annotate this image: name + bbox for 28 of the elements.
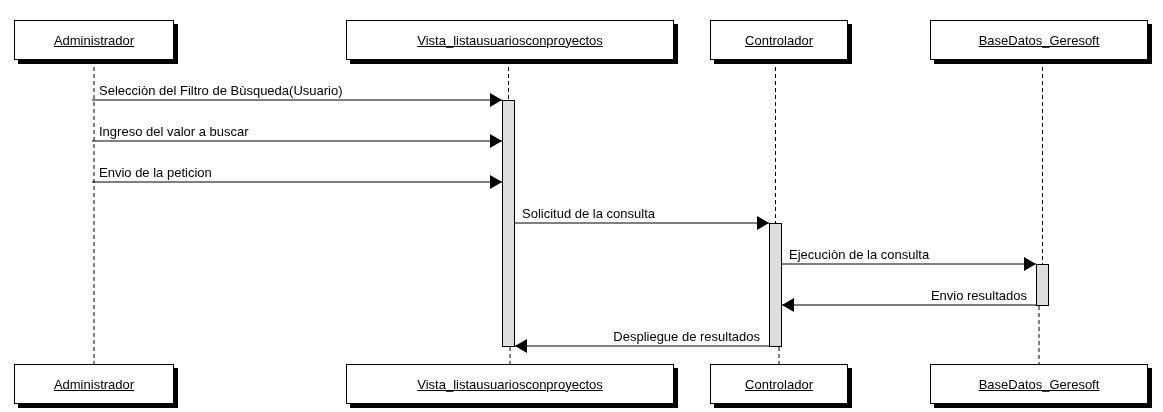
message-arrow xyxy=(514,339,770,353)
participant-name: Controlador xyxy=(745,376,813,392)
activation-bar xyxy=(1036,264,1049,306)
message-arrow xyxy=(91,93,503,107)
message-label: Ejecuciòn de la consulta xyxy=(788,247,931,262)
message-label: Envio de la peticion xyxy=(98,165,213,180)
lifeline xyxy=(1038,305,1040,365)
participant-name: Administrador xyxy=(53,376,135,392)
activation-bar xyxy=(769,223,782,347)
participant-name: Administrador xyxy=(53,32,135,48)
lifeline xyxy=(778,346,780,365)
participant-name: BaseDatos_Geresoft xyxy=(978,32,1100,48)
participant-name: Controlador xyxy=(745,32,813,48)
participant-name: Vista_listausuariosconproyectos xyxy=(417,32,603,48)
message-arrow xyxy=(781,298,1037,312)
message-label: Envio resultados xyxy=(929,288,1028,303)
message-arrow xyxy=(514,216,770,230)
participant-name: BaseDatos_Geresoft xyxy=(978,376,1100,392)
message-label: Ingreso del valor a buscar xyxy=(98,124,250,139)
message-label: Solicitud de la consulta xyxy=(521,206,656,221)
activation-bar xyxy=(502,100,515,347)
message-arrow xyxy=(91,175,503,189)
participant-name: Vista_listausuariosconproyectos xyxy=(417,376,603,392)
lifeline xyxy=(509,346,511,365)
message-arrow xyxy=(781,257,1037,271)
message-label: Selecciòn del Filtro de Bùsqueda(Usuario) xyxy=(98,83,344,98)
message-arrow xyxy=(91,134,503,148)
message-label: Despliegue de resultados xyxy=(612,329,761,344)
